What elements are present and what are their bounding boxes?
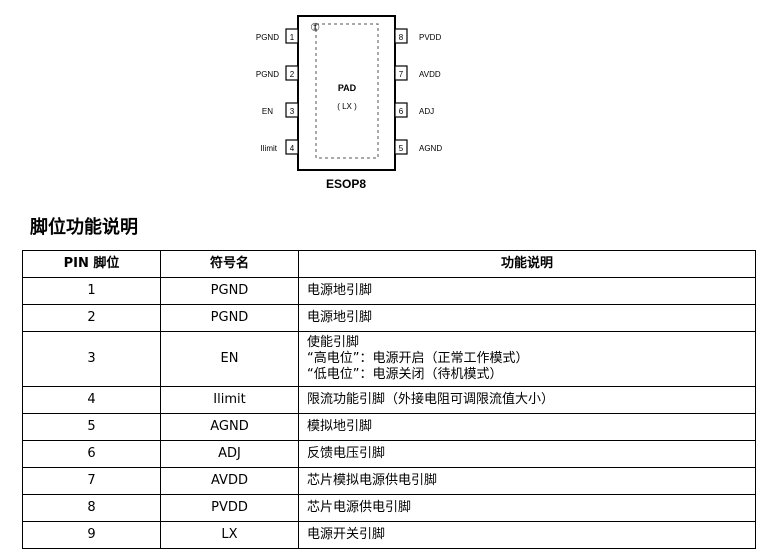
function-line: 芯片模拟电源供电引脚	[307, 473, 438, 488]
table-row: 8 PVDD 芯片电源供电引脚	[22, 494, 756, 522]
pin-6: 6 ADJ	[394, 102, 434, 118]
esop8-package-diagram: ① PAD ( LX ) ESOP8 1 PGND 2 PGND 3 EN 4 …	[256, 15, 442, 191]
function-cell: 限流功能引脚（外接电阻可调限流值大小）	[298, 386, 756, 414]
pin-label: AGND	[419, 144, 442, 153]
symbol-cell: AVDD	[160, 467, 299, 495]
pin-cell: 8	[22, 494, 161, 522]
function-line: 电源开关引脚	[307, 527, 386, 542]
symbol-cell: PVDD	[160, 494, 299, 522]
symbol-cell: PGND	[160, 277, 299, 305]
pin-number: 2	[290, 70, 295, 79]
table-row: 5 AGND 模拟地引脚	[22, 413, 756, 441]
pin-cell: 4	[22, 386, 161, 414]
pin-cell: 7	[22, 467, 161, 495]
pin-label: AVDD	[419, 70, 441, 79]
function-line: “低电位”：电源关闭（待机模式）	[307, 367, 503, 382]
table-row: 4 Ilimit 限流功能引脚（外接电阻可调限流值大小）	[22, 386, 756, 414]
header-pin: PIN 脚位	[22, 250, 161, 278]
symbol-cell: ADJ	[160, 440, 299, 468]
pin-function-table: PIN 脚位 符号名 功能说明 1 PGND 电源地引脚 2 PGND 电源地引…	[22, 250, 756, 549]
pin-1: 1 PGND	[256, 28, 299, 44]
pin-label: PGND	[256, 33, 279, 42]
pin-label: PGND	[256, 70, 279, 79]
symbol-cell: EN	[160, 331, 299, 387]
pin-cell: 5	[22, 413, 161, 441]
pin-3: 3 EN	[262, 102, 299, 118]
function-line: 芯片电源供电引脚	[307, 500, 412, 515]
pin-label: EN	[262, 107, 273, 116]
symbol-cell: AGND	[160, 413, 299, 441]
function-line: 模拟地引脚	[307, 419, 373, 434]
pin-cell: 2	[22, 304, 161, 332]
header-function: 功能说明	[298, 250, 756, 278]
exposed-pad-outline	[315, 23, 379, 159]
function-line: 限流功能引脚（外接电阻可调限流值大小）	[307, 392, 555, 407]
pin-number: 7	[399, 70, 404, 79]
section-title: 脚位功能说明	[30, 217, 138, 238]
function-line: 使能引脚	[307, 335, 360, 350]
pin-7: 7 AVDD	[394, 65, 441, 81]
pin-cell: 1	[22, 277, 161, 305]
function-cell: 电源地引脚	[298, 304, 756, 332]
symbol-cell: Ilimit	[160, 386, 299, 414]
function-line: “高电位”：电源开启（正常工作模式）	[307, 351, 529, 366]
table-row: 3 EN 使能引脚 “高电位”：电源开启（正常工作模式） “低电位”：电源关闭（…	[22, 331, 756, 387]
function-cell: 电源开关引脚	[298, 521, 756, 549]
pin-label: ADJ	[419, 107, 434, 116]
function-cell: 反馈电压引脚	[298, 440, 756, 468]
pad-sublabel: ( LX )	[337, 102, 357, 111]
pin-number: 4	[290, 144, 295, 153]
pin-number: 8	[399, 33, 404, 42]
function-line: 电源地引脚	[307, 283, 373, 298]
pin-number: 5	[399, 144, 404, 153]
pin-5: 5 AGND	[394, 139, 442, 155]
pin-number: 3	[290, 107, 295, 116]
pin1-marker: ①	[310, 21, 320, 34]
table-row: 6 ADJ 反馈电压引脚	[22, 440, 756, 468]
function-cell: 使能引脚 “高电位”：电源开启（正常工作模式） “低电位”：电源关闭（待机模式）	[298, 331, 756, 387]
pin-label: PVDD	[419, 33, 441, 42]
pad-label: PAD	[338, 83, 357, 93]
table-row: 2 PGND 电源地引脚	[22, 304, 756, 332]
table-row: 1 PGND 电源地引脚	[22, 277, 756, 305]
function-line: 反馈电压引脚	[307, 446, 386, 461]
symbol-cell: LX	[160, 521, 299, 549]
pin-cell: 9	[22, 521, 161, 549]
table-row: 9 LX 电源开关引脚	[22, 521, 756, 549]
pin-2: 2 PGND	[256, 65, 299, 81]
package-name: ESOP8	[326, 177, 366, 191]
pin-4: 4 Ilimit	[261, 139, 299, 155]
pin-cell: 6	[22, 440, 161, 468]
pin-number: 6	[399, 107, 404, 116]
table-header-row: PIN 脚位 符号名 功能说明	[22, 250, 756, 278]
function-cell: 芯片模拟电源供电引脚	[298, 467, 756, 495]
pin-label: Ilimit	[261, 144, 278, 153]
pin-number: 1	[290, 33, 295, 42]
table-row: 7 AVDD 芯片模拟电源供电引脚	[22, 467, 756, 495]
pin-8: 8 PVDD	[394, 28, 441, 44]
symbol-cell: PGND	[160, 304, 299, 332]
pin-cell: 3	[22, 331, 161, 387]
function-line: 电源地引脚	[307, 310, 373, 325]
function-cell: 芯片电源供电引脚	[298, 494, 756, 522]
function-cell: 模拟地引脚	[298, 413, 756, 441]
function-cell: 电源地引脚	[298, 277, 756, 305]
header-symbol: 符号名	[160, 250, 299, 278]
package-body	[297, 15, 396, 171]
